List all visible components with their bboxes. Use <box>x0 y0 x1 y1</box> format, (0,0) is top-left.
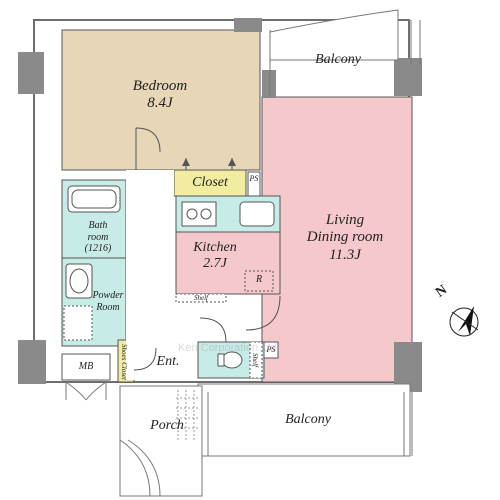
watermark: Ken Corporation Ltd. <box>178 342 280 354</box>
fridge-space <box>244 270 274 292</box>
living-name-line2: Dining room <box>306 229 384 246</box>
washing-machine-space <box>63 305 93 341</box>
living-area <box>261 96 413 383</box>
kitchen-size: 2.7J <box>203 256 227 272</box>
powder-line1: Powder <box>92 290 124 301</box>
column <box>234 18 262 32</box>
kitchen-name: Kitchen <box>193 240 237 255</box>
ps-top-label: PS <box>249 174 259 183</box>
living-label: Living Dining room 11.3J <box>290 212 400 264</box>
mb-box <box>61 353 111 381</box>
living-name-line1: Living <box>325 212 365 228</box>
ps-bottom-label: PS <box>266 345 276 354</box>
powder-label: Powder Room <box>88 290 128 313</box>
ps-top-box <box>247 171 261 197</box>
toilet-door-swing <box>199 317 227 343</box>
toilet-shelf-label: Shelf <box>251 353 260 367</box>
hallway <box>126 170 174 380</box>
kitchen-shelf <box>175 293 227 303</box>
porch-label: Porch <box>150 418 184 433</box>
closet-label: Closet <box>192 175 228 190</box>
bedroom-door-swing <box>135 127 161 153</box>
column <box>262 70 276 98</box>
bedroom-size: 8.4J <box>147 95 173 112</box>
living-door-swing <box>245 295 281 331</box>
fridge-label: R <box>255 274 263 285</box>
ps-bottom-box <box>263 341 279 359</box>
top-balcony-outline <box>269 9 399 61</box>
kitchen-label: Kitchen 2.7J <box>180 240 250 272</box>
bath-line2: room <box>87 231 109 243</box>
column <box>394 58 422 96</box>
bedroom-label: Bedroom 8.4J <box>120 78 200 113</box>
entrance-label: Ent. <box>156 354 180 369</box>
bottom-balcony-label: Balcony <box>285 412 331 427</box>
mb-label: MB <box>78 361 94 372</box>
bedroom-name: Bedroom <box>132 78 188 94</box>
column <box>18 52 44 94</box>
toilet-shelf <box>249 341 263 379</box>
kitchen-sink <box>239 201 275 227</box>
bathtub <box>67 185 121 213</box>
stove <box>181 201 217 227</box>
top-balcony-label: Balcony <box>315 52 361 67</box>
living-size: 11.3J <box>329 246 361 263</box>
bath-label: Bath room (1216) <box>78 220 118 255</box>
compass-icon <box>449 306 479 337</box>
bath-line3: (1216) <box>84 243 112 254</box>
bath-line1: Bath <box>88 220 108 231</box>
column <box>18 340 46 384</box>
powder-line2: Room <box>96 301 120 313</box>
porch-outline <box>119 385 203 497</box>
entrance-door-swing <box>133 347 157 371</box>
kitchen-shelf-label: Shelf <box>194 294 208 302</box>
bedroom-area <box>61 29 261 171</box>
toilet <box>221 351 243 369</box>
shoes-closet-label: Shoes Closet <box>120 344 129 380</box>
